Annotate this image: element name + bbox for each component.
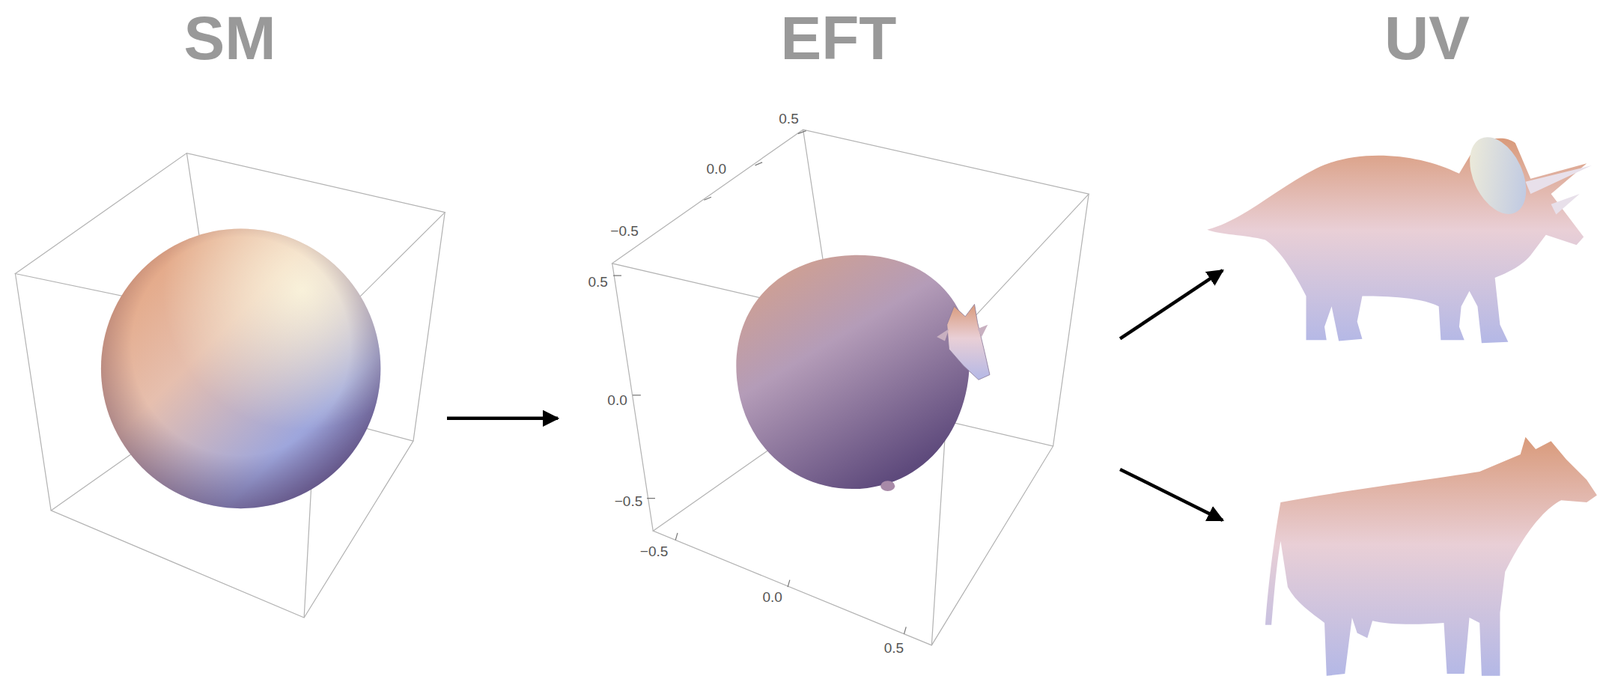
sphere bbox=[101, 228, 381, 509]
arrow bbox=[1120, 469, 1223, 521]
panel: UV bbox=[1222, 5, 1595, 677]
tick-label: 0.0 bbox=[607, 393, 627, 409]
panel: EFT bbox=[557, 5, 1121, 677]
tick-label: 0.0 bbox=[706, 161, 727, 178]
column-heading: SM bbox=[184, 5, 277, 71]
tick-label: 0.5 bbox=[778, 111, 799, 128]
tick-label: 0.5 bbox=[884, 640, 904, 657]
arrow bbox=[446, 417, 558, 421]
tick-label: −0.5 bbox=[614, 494, 644, 510]
triceratops bbox=[1206, 128, 1592, 343]
column-heading: UV bbox=[1384, 5, 1470, 71]
tick-label: 0.0 bbox=[762, 589, 782, 606]
arrow bbox=[1120, 270, 1223, 339]
column-heading: EFT bbox=[780, 5, 897, 71]
blob-with-cow-head bbox=[735, 255, 990, 492]
axes-box bbox=[612, 129, 1089, 646]
bounding-box bbox=[14, 153, 445, 619]
panel: SM bbox=[12, 5, 447, 677]
tick-label: 0.5 bbox=[587, 274, 608, 291]
tick-label: −0.5 bbox=[610, 223, 639, 240]
cow bbox=[1265, 437, 1598, 677]
tick-label: −0.5 bbox=[640, 544, 669, 561]
